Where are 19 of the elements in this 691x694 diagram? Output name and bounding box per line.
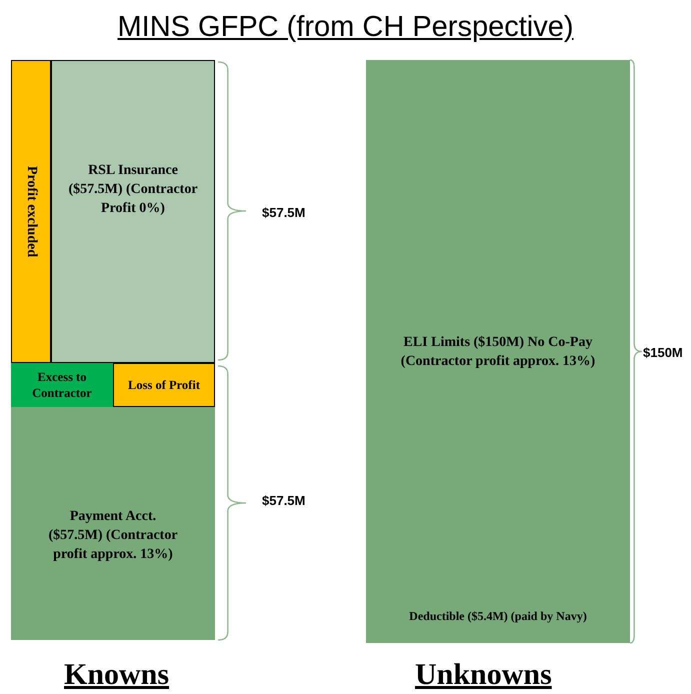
- section-note: Deductible ($5.4M) (paid by Navy): [408, 608, 588, 625]
- amount-label: $150M: [643, 344, 683, 362]
- section-box: [51, 60, 215, 363]
- section-label: Loss of Profit: [127, 377, 201, 393]
- section-box: [113, 363, 215, 407]
- column-heading: Knowns: [64, 657, 170, 693]
- column-heading: Unknowns: [415, 657, 552, 693]
- section-box: [11, 363, 113, 407]
- section-label: ELI Limits ($150M) No Co-Pay (Contractor profit approx. 13%): [400, 334, 596, 370]
- amount-label: $57.5M: [262, 204, 306, 222]
- diagram-title: MINS GFPC (from CH Perspective): [116, 10, 574, 45]
- amount-label: $57.5M: [262, 492, 306, 510]
- section-box: [11, 407, 215, 640]
- section-label: RSL Insurance ($57.5M) (Contractor Profit 0%): [68, 162, 198, 218]
- section-label: Payment Acct. ($57.5M) (Contractor profit approx. 13%): [48, 508, 178, 564]
- vertical-band: [11, 60, 51, 363]
- section-box: [366, 60, 630, 643]
- band-label: Profit excluded: [24, 166, 38, 258]
- section-label: Excess to Contractor: [31, 369, 93, 401]
